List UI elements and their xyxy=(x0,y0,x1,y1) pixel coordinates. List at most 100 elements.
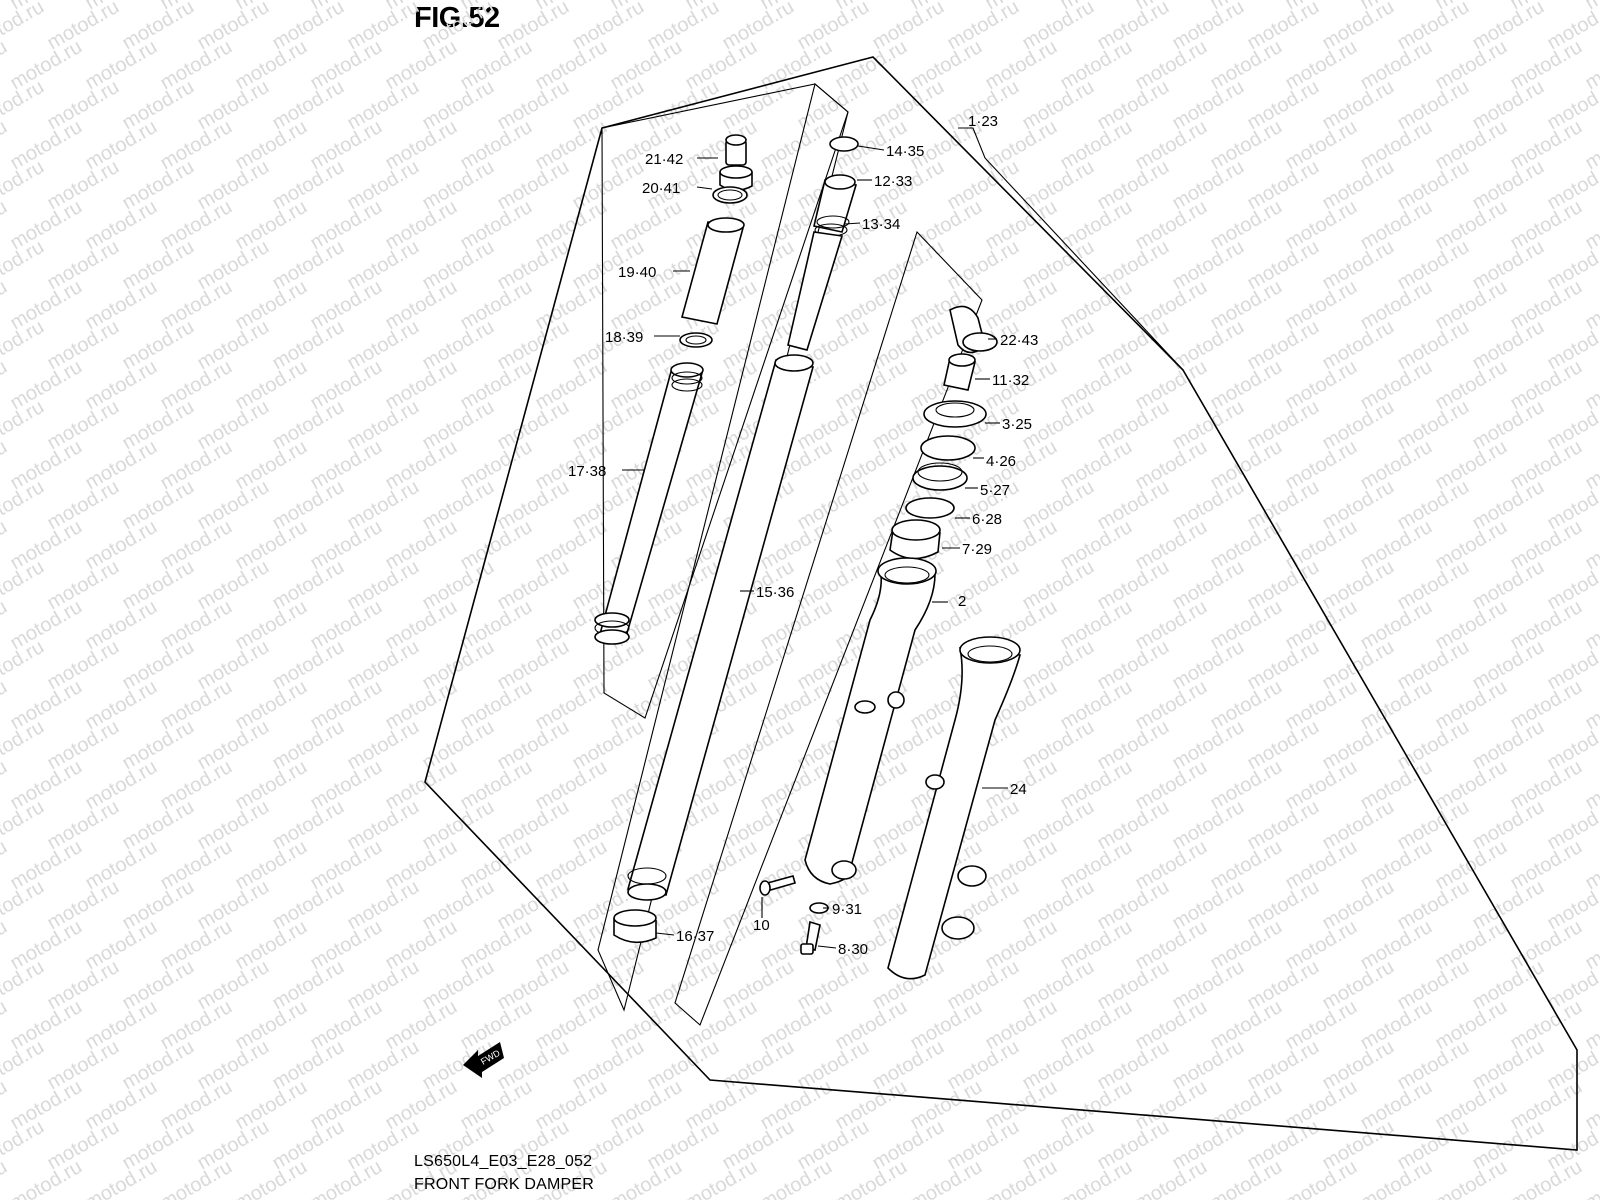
watermark-text: motod.ru xyxy=(269,156,348,215)
watermark-text: motod.ru xyxy=(1019,1036,1098,1095)
watermark-text: motod.ru xyxy=(719,76,798,135)
watermark-text: motod.ru xyxy=(344,796,423,855)
watermark-text: motod.ru xyxy=(119,636,198,695)
watermark-text: motod.ru xyxy=(419,636,498,695)
watermark-text: motod.ru xyxy=(157,1156,236,1200)
watermark-text: motod.ru xyxy=(194,76,273,135)
watermark-text: motod.ru xyxy=(944,236,1023,295)
watermark-text: motod.ru xyxy=(1169,476,1248,535)
watermark-text: motod.ru xyxy=(494,556,573,615)
watermark-text: motod.ru xyxy=(1469,636,1548,695)
watermark-text: motod.ru xyxy=(194,236,273,295)
watermark-text: motod.ru xyxy=(1169,396,1248,455)
watermark-text: motod.ru xyxy=(0,796,48,855)
oil-lock-piece-part xyxy=(943,353,976,391)
watermark-text: motod.ru xyxy=(869,1036,948,1095)
watermark-text: motod.ru xyxy=(0,516,11,575)
watermark-text: motod.ru xyxy=(419,156,498,215)
watermark-text: motod.ru xyxy=(1394,636,1473,695)
watermark-text: motod.ru xyxy=(119,76,198,135)
watermark-text: motod.ru xyxy=(494,636,573,695)
watermark-text: motod.ru xyxy=(794,396,873,455)
watermark-text: motod.ru xyxy=(1507,1156,1586,1200)
watermark-text: motod.ru xyxy=(719,716,798,775)
watermark-text: motod.ru xyxy=(494,396,573,455)
watermark-text: motod.ru xyxy=(1169,316,1248,375)
watermark-text: motod.ru xyxy=(1319,236,1398,295)
watermark-text: motod.ru xyxy=(1244,876,1323,935)
callout-24: 24 xyxy=(1010,781,1027,798)
watermark-text: motod.ru xyxy=(1244,236,1323,295)
watermark-text: motod.ru xyxy=(269,956,348,1015)
watermark-text: motod.ru xyxy=(1094,956,1173,1015)
watermark-text: motod.ru xyxy=(419,396,498,455)
watermark-text: motod.ru xyxy=(344,716,423,775)
watermark-text: motod.ru xyxy=(494,76,573,135)
watermark-text: motod.ru xyxy=(1094,636,1173,695)
watermark-text: motod.ru xyxy=(1094,76,1173,135)
watermark-text: motod.ru xyxy=(1394,1036,1473,1095)
watermark-text: motod.ru xyxy=(494,316,573,375)
watermark-text: motod.ru xyxy=(0,916,11,975)
callout-12-33: 12·33 xyxy=(874,173,912,190)
oil-seal-part xyxy=(912,462,968,491)
watermark-text: motod.ru xyxy=(0,676,11,735)
watermark-text: motod.ru xyxy=(1094,716,1173,775)
callout-1-23: 1·23 xyxy=(968,113,998,130)
watermark-text: motod.ru xyxy=(1357,1156,1436,1200)
watermark-text: motod.ru xyxy=(194,636,273,695)
watermark-text: motod.ru xyxy=(569,716,648,775)
watermark-text: motod.ru xyxy=(569,1036,648,1095)
watermark-text: motod.ru xyxy=(0,716,48,775)
watermark-text: motod.ru xyxy=(869,76,948,135)
watermark-text: motod.ru xyxy=(1394,156,1473,215)
figure-title: FIG.52 xyxy=(414,2,500,34)
watermark-text: motod.ru xyxy=(569,76,648,135)
watermark-text: motod.ru xyxy=(1244,156,1323,215)
callout-11-32: 11·32 xyxy=(992,372,1029,389)
watermark-text: motod.ru xyxy=(0,476,48,535)
watermark-text: motod.ru xyxy=(44,636,123,695)
washer-part xyxy=(679,332,713,348)
watermark-text: motod.ru xyxy=(1094,396,1173,455)
watermark-text: motod.ru xyxy=(1469,796,1548,855)
watermark-text: motod.ru xyxy=(269,396,348,455)
watermark-text: motod.ru xyxy=(1244,316,1323,375)
watermark-text: motod.ru xyxy=(0,436,11,495)
watermark-text: motod.ru xyxy=(569,396,648,455)
watermark-text: motod.ru xyxy=(344,956,423,1015)
watermark-text: motod.ru xyxy=(794,1116,873,1175)
watermark-text: motod.ru xyxy=(1319,716,1398,775)
watermark-text: motod.ru xyxy=(1319,1036,1398,1095)
watermark-text: motod.ru xyxy=(1394,716,1473,775)
watermark-text: motod.ru xyxy=(119,1036,198,1095)
callout-6-28: 6·28 xyxy=(972,511,1002,528)
watermark-text: motod.ru xyxy=(1469,716,1548,775)
diagram-code: LS650L4_E03_E28_052 xyxy=(414,1153,593,1170)
watermark-text: motod.ru xyxy=(1169,876,1248,935)
watermark-text: motod.ru xyxy=(869,236,948,295)
watermark-text: motod.ru xyxy=(1169,556,1248,615)
watermark-text: motod.ru xyxy=(1169,236,1248,295)
watermark-text: motod.ru xyxy=(44,396,123,455)
watermark-text: motod.ru xyxy=(232,1156,311,1200)
watermark-text: motod.ru xyxy=(494,876,573,935)
callout-2: 2 xyxy=(958,593,966,610)
watermark-text: motod.ru xyxy=(0,356,11,415)
watermark-text: motod.ru xyxy=(119,236,198,295)
callout-4-26: 4·26 xyxy=(986,453,1016,470)
watermark-text: motod.ru xyxy=(0,196,11,255)
watermark-text: motod.ru xyxy=(1094,1036,1173,1095)
watermark-text: motod.ru xyxy=(44,716,123,775)
watermark-text: motod.ru xyxy=(1319,396,1398,455)
watermark-text: motod.ru xyxy=(194,476,273,535)
watermark-text: motod.ru xyxy=(1019,556,1098,615)
watermark-text: motod.ru xyxy=(1282,1156,1361,1200)
watermark-text: motod.ru xyxy=(1169,1036,1248,1095)
watermark-text: motod.ru xyxy=(344,156,423,215)
watermark-text: motod.ru xyxy=(0,36,11,95)
watermark-text: motod.ru xyxy=(269,236,348,295)
diagram-name: FRONT FORK DAMPER xyxy=(414,1176,595,1193)
watermark-text: motod.ru xyxy=(82,1156,161,1200)
